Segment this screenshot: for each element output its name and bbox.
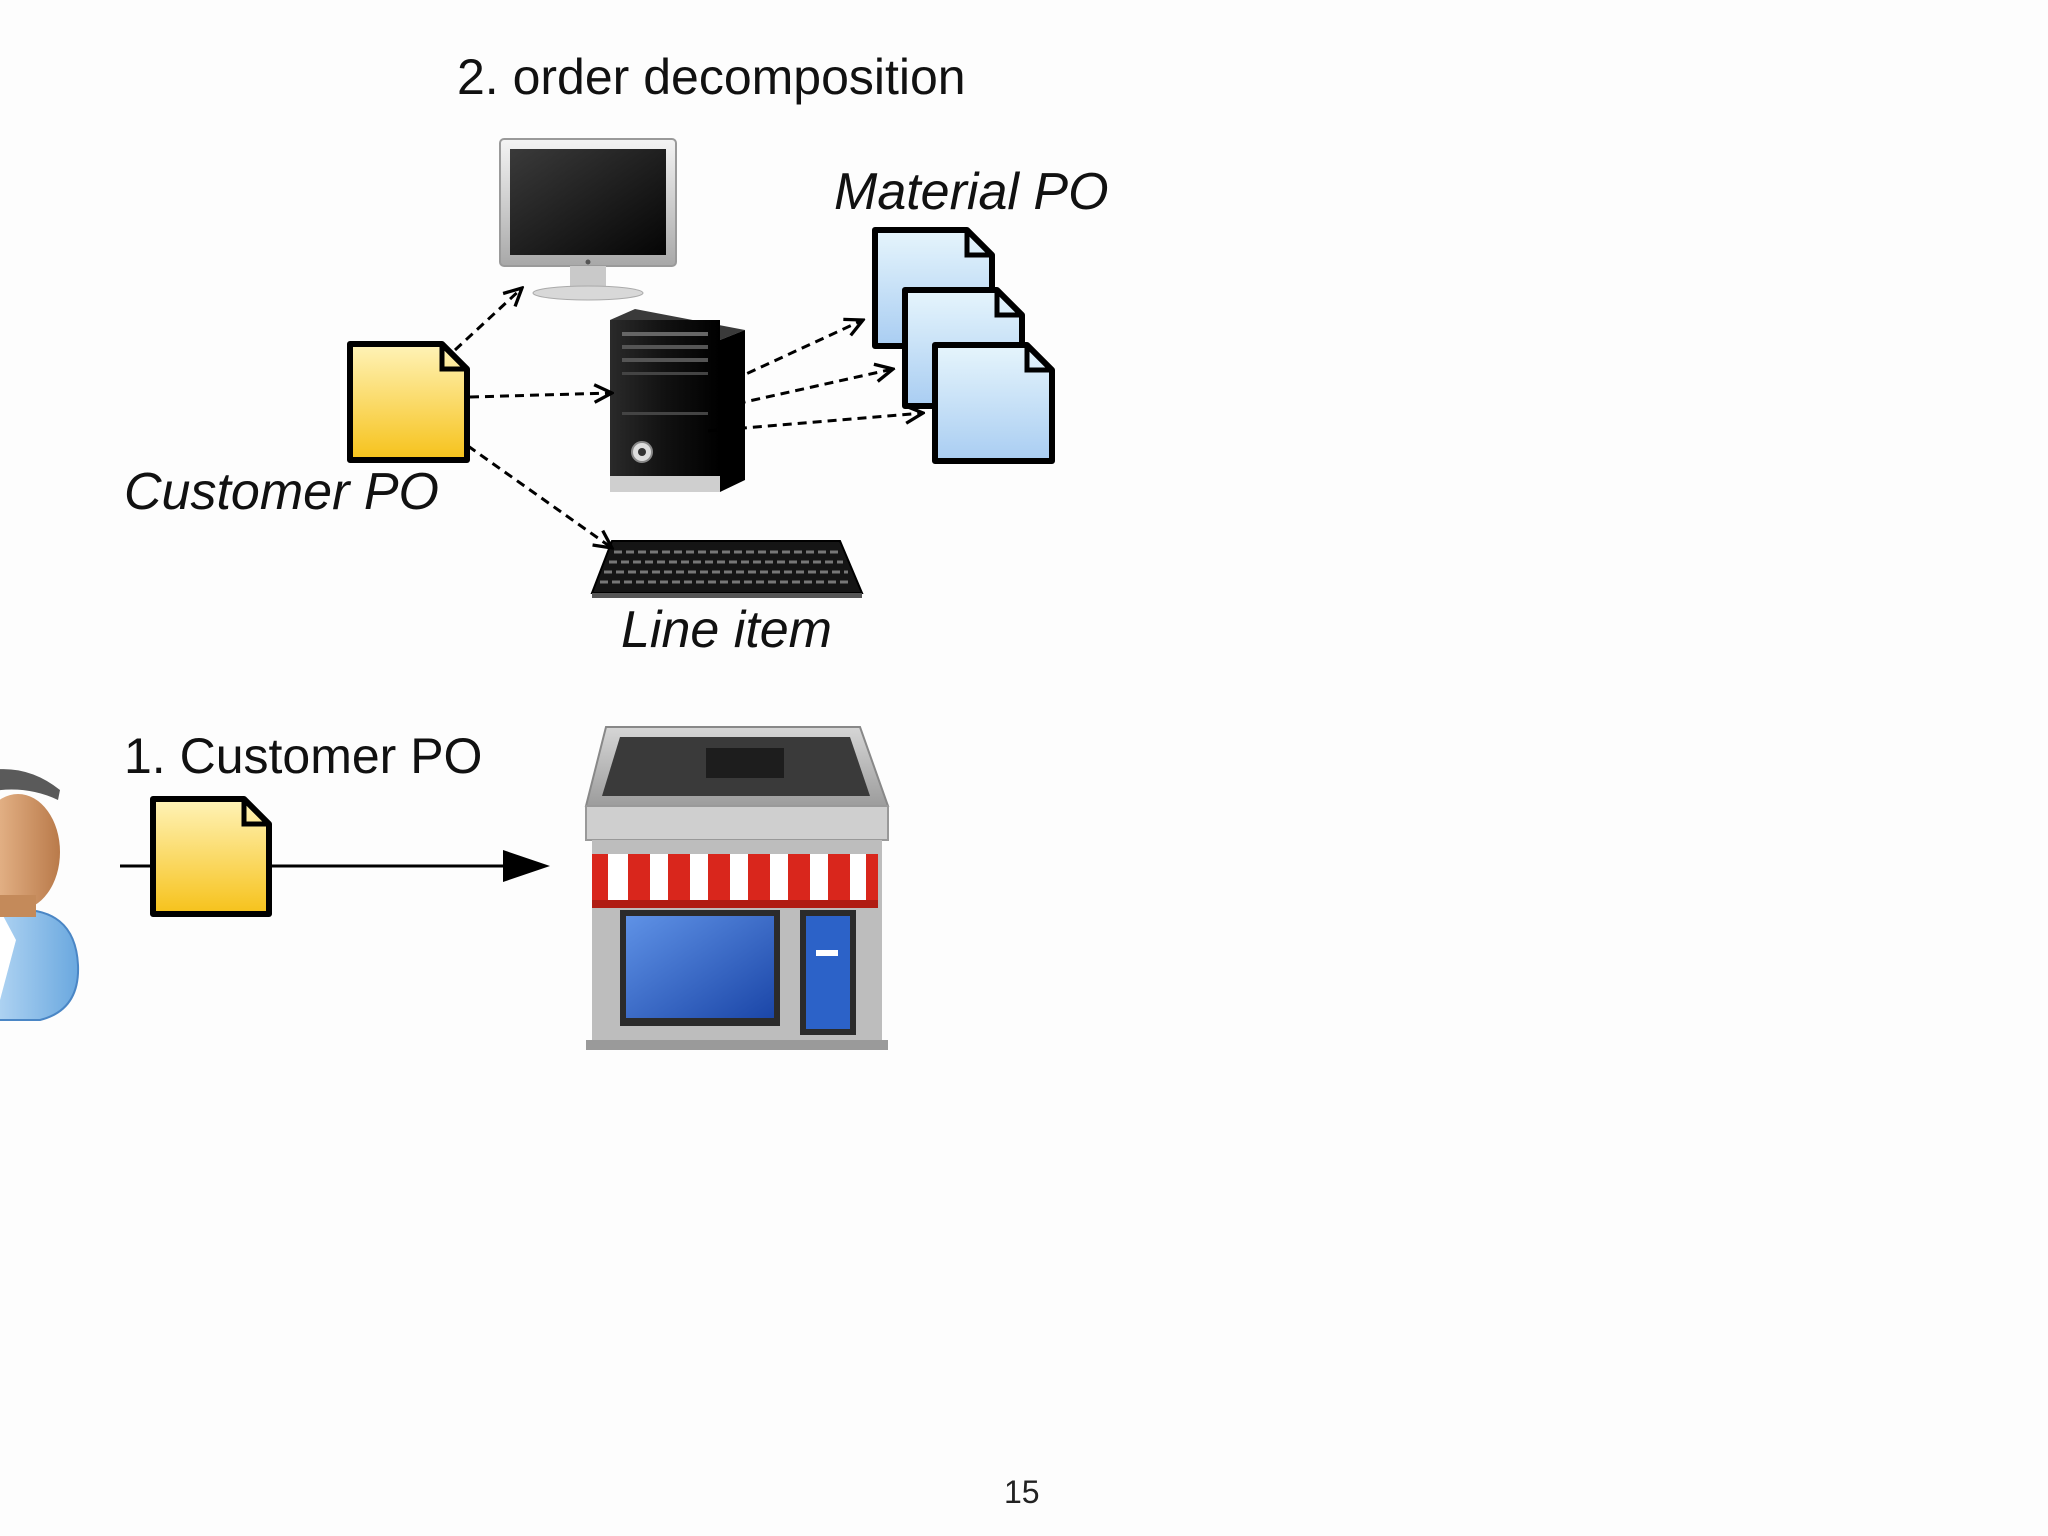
document-icon xyxy=(347,341,470,463)
arrow-to-tower xyxy=(469,393,612,397)
order-arrow xyxy=(120,850,550,882)
computer-tower-icon xyxy=(610,309,745,492)
customer-po-label: Customer PO xyxy=(124,463,439,521)
document-icon xyxy=(150,796,272,917)
arrow-to-material-po-3 xyxy=(707,413,923,433)
page-number: 15 xyxy=(1004,1474,1040,1510)
step-2-title: 2. order decomposition xyxy=(457,49,966,105)
step-1-title: 1. Customer PO xyxy=(124,728,483,784)
decomposition-arrows xyxy=(453,288,612,548)
arrow-to-material-po-1 xyxy=(719,320,863,388)
keyboard-icon xyxy=(590,540,864,598)
arrow-to-material-po-2 xyxy=(721,369,893,409)
arrow-to-keyboard xyxy=(467,444,612,548)
line-item-label: Line item xyxy=(621,601,832,659)
person-icon xyxy=(0,769,80,1021)
material-po-label: Material PO xyxy=(834,163,1109,221)
document-stack-icon xyxy=(872,227,1055,464)
store-icon xyxy=(584,726,890,1050)
material-po-arrows xyxy=(707,320,923,433)
arrow-to-monitor xyxy=(453,288,522,352)
monitor-icon xyxy=(499,138,677,301)
